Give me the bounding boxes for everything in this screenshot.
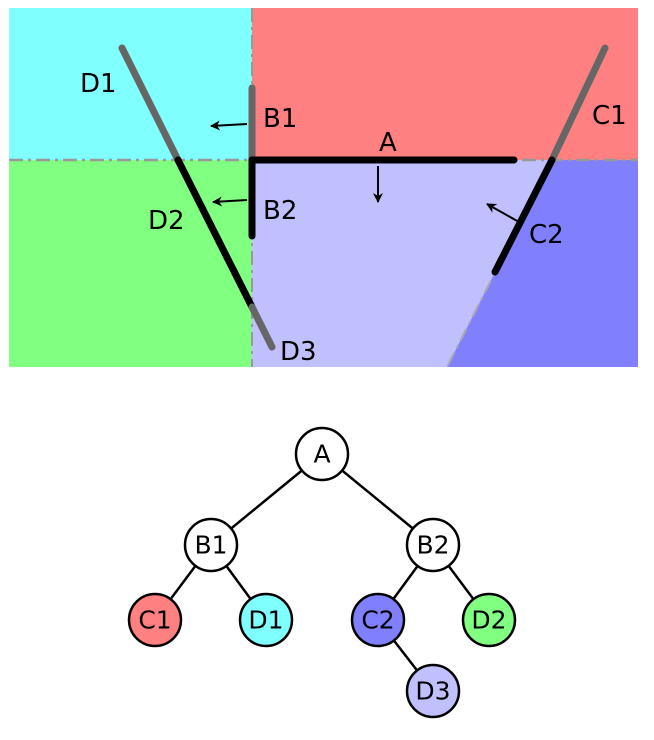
region-D1 [9, 8, 252, 160]
tree-node-A: A [294, 426, 350, 482]
region-C1 [252, 8, 638, 160]
tree-node-C2-label: C2 [361, 606, 394, 635]
arrow-B2 [212, 196, 248, 207]
tree-node-D3-label: D3 [415, 677, 450, 706]
tree-node-C1: C1 [127, 592, 183, 648]
tree-node-B2-label: B2 [416, 531, 449, 560]
tree-node-C1-label: C1 [138, 606, 171, 635]
label-B2: B2 [263, 196, 297, 226]
segment-D2 [174, 156, 256, 311]
tree-node-B2: B2 [405, 517, 461, 573]
label-A: A [379, 128, 397, 158]
label-D3: D3 [280, 337, 317, 367]
segment-D3 [248, 303, 276, 351]
segment-D1 [118, 44, 182, 164]
tree-node-D1-label: D1 [248, 606, 283, 635]
arrow-C2 [486, 203, 520, 223]
partition-panel: D1 B1 A C1 B2 D2 C2 D3 [9, 8, 638, 368]
tree-node-D2: D2 [461, 592, 517, 648]
tree-node-C2: C2 [350, 592, 406, 648]
tree-node-B1: B1 [183, 517, 239, 573]
arrow-B1 [210, 120, 248, 131]
tree-node-D3: D3 [405, 663, 461, 719]
tree-edges [153, 453, 491, 692]
label-D1: D1 [80, 69, 117, 99]
region-D3 [252, 160, 552, 367]
label-C2: C2 [529, 220, 564, 250]
segment-C1 [548, 44, 609, 164]
tree-node-D1: D1 [238, 592, 294, 648]
tree-node-A-label: A [313, 440, 330, 469]
region-D2 [9, 160, 252, 367]
tree-node-B1-label: B1 [194, 531, 227, 560]
bsp-tree: A B1 B2 C1 D1 C2 D2 D3 [127, 426, 517, 719]
segment-C2 [491, 156, 556, 276]
label-C1: C1 [592, 101, 627, 131]
tree-node-D2-label: D2 [471, 606, 506, 635]
label-D2: D2 [148, 206, 185, 236]
label-B1: B1 [263, 104, 297, 134]
